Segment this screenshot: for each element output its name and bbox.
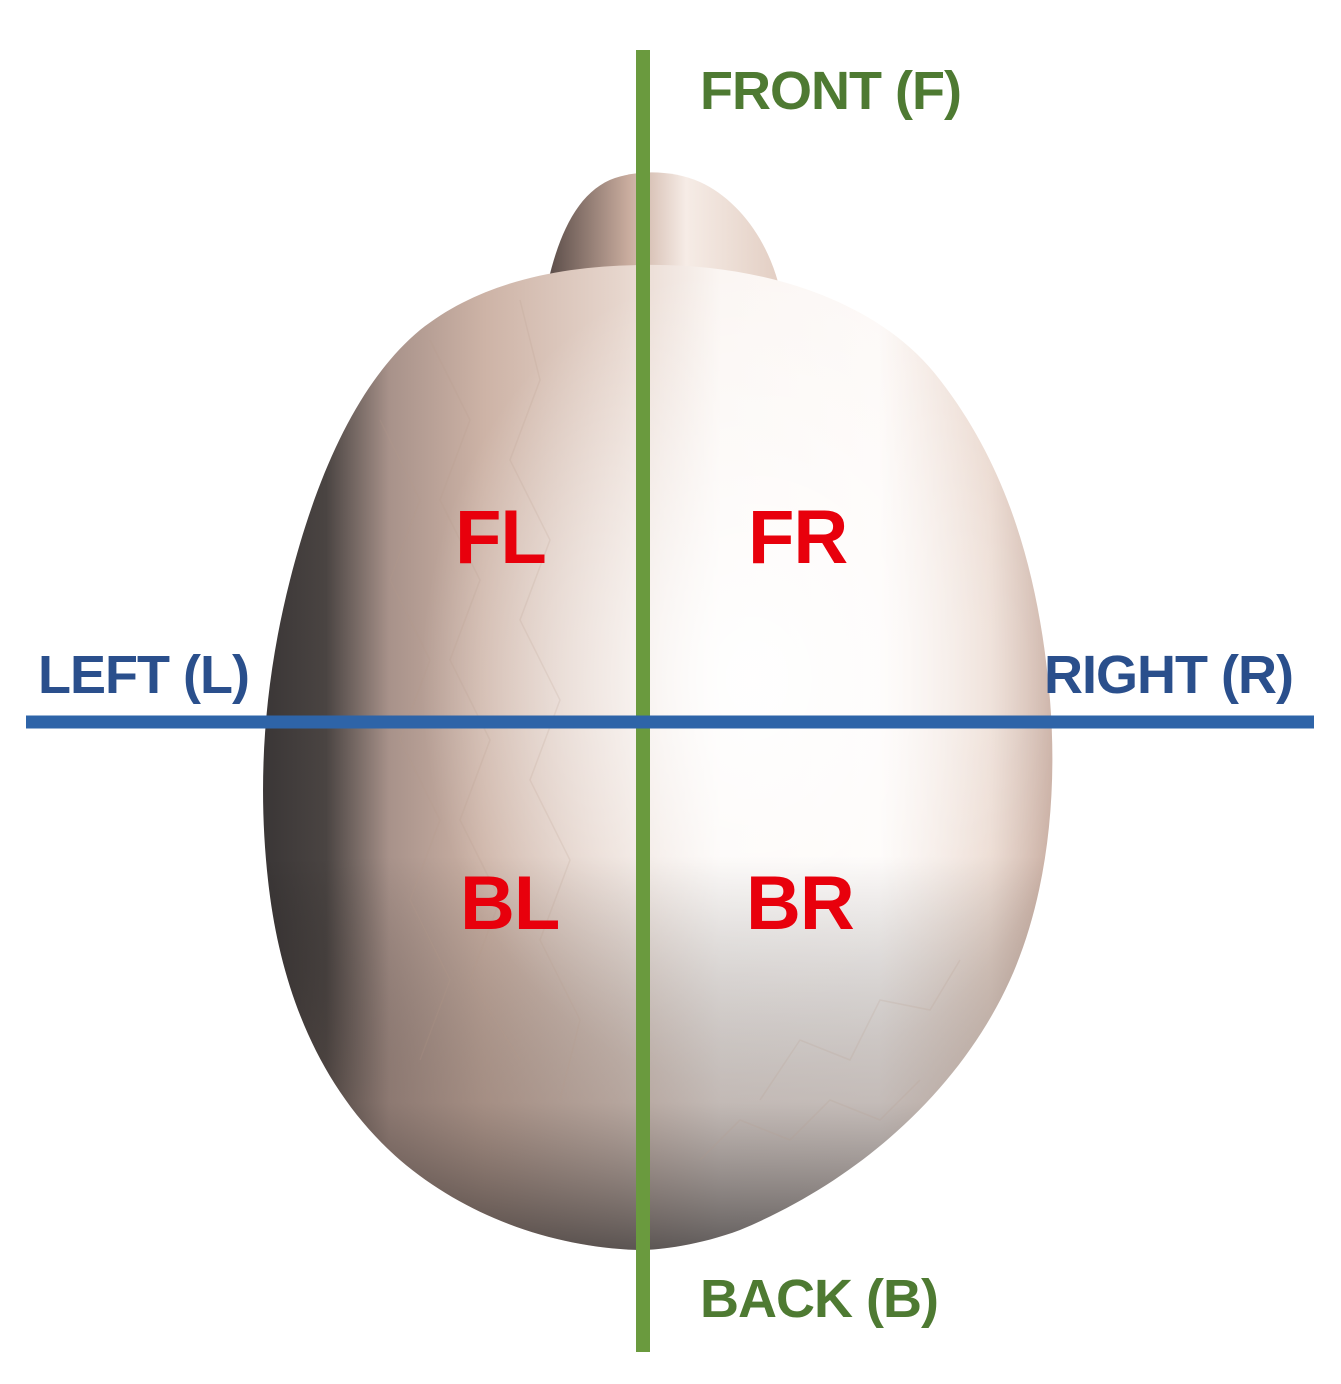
quadrant-label-back-right: BR (746, 861, 855, 946)
quadrant-label-front-right: FR (748, 495, 848, 580)
back-label: BACK (B) (700, 1269, 939, 1329)
front-label: FRONT (F) (700, 61, 962, 121)
quadrant-label-front-left: FL (455, 495, 547, 580)
right-label: RIGHT (R) (1044, 645, 1294, 705)
nose-shape (548, 172, 778, 282)
left-label: LEFT (L) (38, 645, 250, 705)
quadrant-label-back-left: BL (460, 861, 560, 946)
mesh-facets (379, 299, 961, 1161)
